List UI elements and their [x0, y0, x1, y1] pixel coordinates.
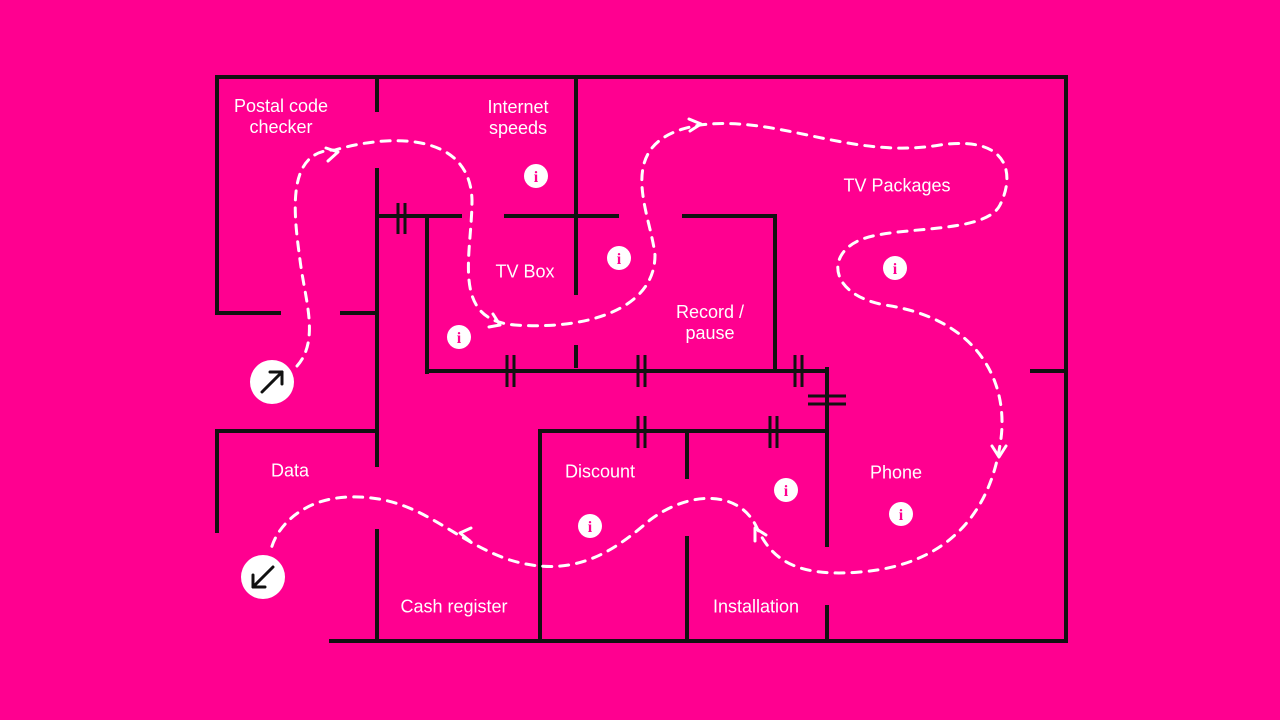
room-label-record-pause: Record / pause [675, 302, 745, 343]
arrowhead [687, 117, 703, 133]
room-label-tv-box: TV Box [495, 261, 555, 282]
door-corridor-east [808, 394, 846, 406]
arrowhead [753, 526, 768, 543]
svg-text:i: i [617, 251, 622, 268]
arrowhead [990, 444, 1008, 459]
info-icon-tv-box-south[interactable]: i [447, 325, 471, 349]
room-label-phone: Phone [869, 462, 923, 483]
info-icon-discount[interactable]: i [578, 514, 602, 538]
info-icon-internet-speeds[interactable]: i [524, 164, 548, 188]
arrow-up-right-icon[interactable] [250, 360, 294, 404]
door-record-east [793, 355, 804, 387]
room-label-tv-packages: TV Packages [843, 175, 951, 196]
arrowhead [324, 146, 340, 163]
door-record-south [636, 355, 647, 387]
door-tvbox-north [396, 203, 407, 234]
door-discount-north [636, 416, 647, 448]
room-label-installation: Installation [712, 596, 800, 617]
info-icon-phone[interactable]: i [889, 502, 913, 526]
room-label-discount: Discount [564, 461, 636, 482]
maze-walls [215, 75, 1068, 643]
arrowhead [487, 312, 502, 329]
room-label-cash-register: Cash register [400, 596, 508, 617]
svg-text:i: i [893, 261, 898, 278]
room-label-internet-speeds: Internet speeds [487, 97, 549, 138]
arrowhead [458, 526, 473, 543]
journey-path [269, 122, 1009, 575]
svg-text:i: i [784, 483, 789, 500]
door-installation-north [768, 416, 779, 448]
svg-text:i: i [899, 507, 904, 524]
room-label-data: Data [270, 460, 310, 481]
arrow-down-left-icon[interactable] [241, 555, 285, 599]
door-symbols [396, 203, 846, 448]
info-icon-tv-packages[interactable]: i [883, 256, 907, 280]
svg-text:i: i [534, 169, 539, 186]
info-icon-installation[interactable]: i [774, 478, 798, 502]
room-label-postal-code-checker: Postal code checker [233, 96, 329, 137]
door-tvbox-south [505, 355, 516, 387]
info-icon-tv-box[interactable]: i [607, 246, 631, 270]
path-arrowheads [324, 117, 1008, 543]
svg-text:i: i [588, 519, 593, 536]
svg-text:i: i [457, 330, 462, 347]
